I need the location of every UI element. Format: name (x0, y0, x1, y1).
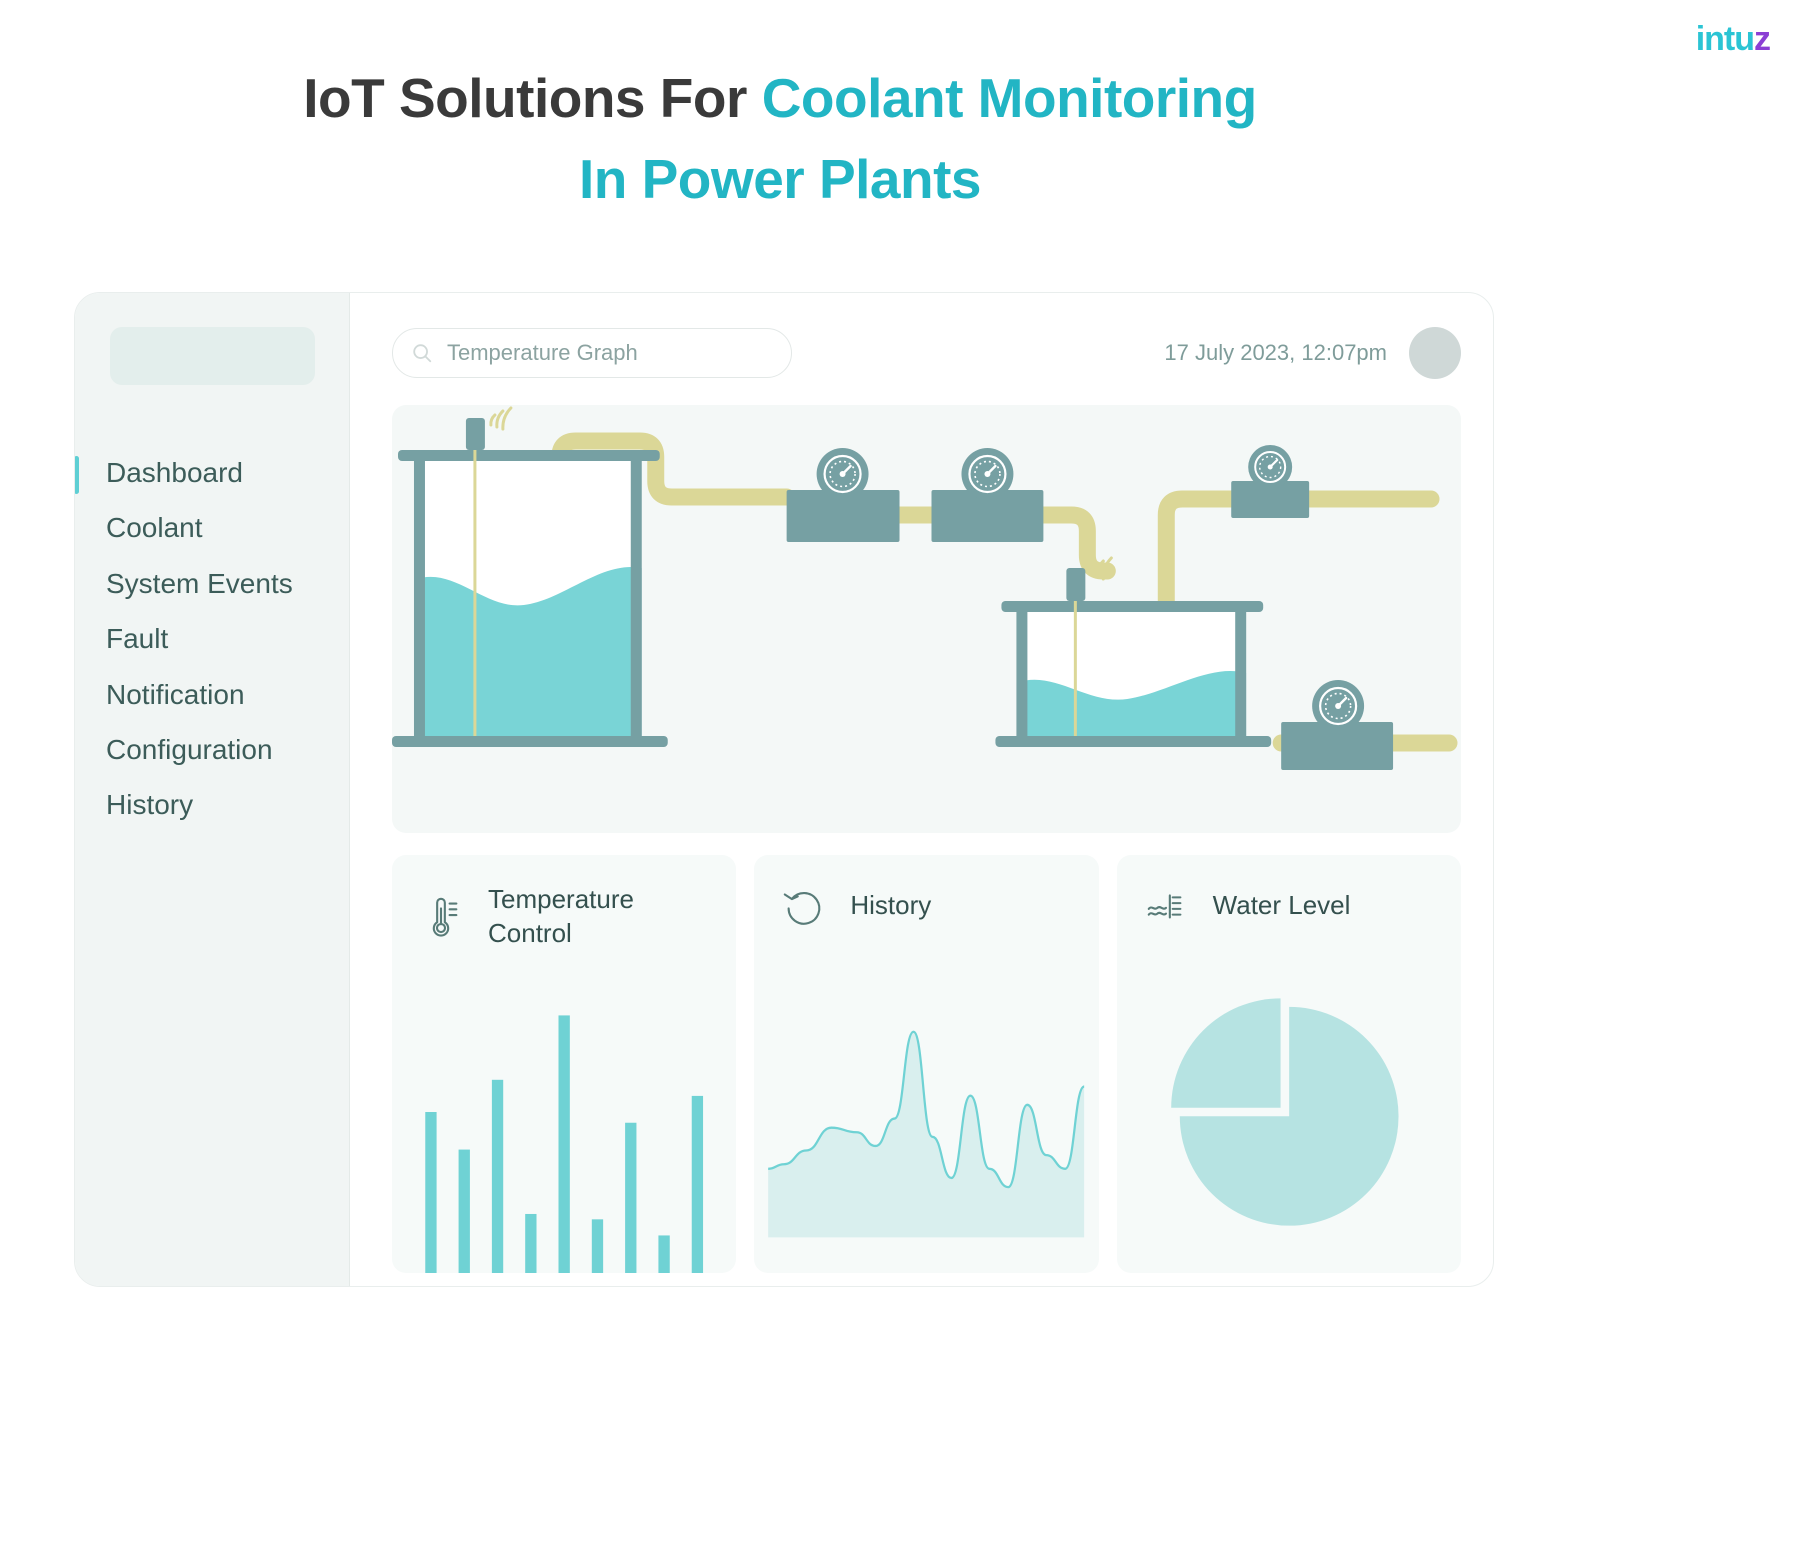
pressure-gauge-2[interactable] (961, 448, 1014, 500)
area-chart (768, 1030, 1086, 1238)
bar (591, 1219, 604, 1273)
card-header: Water Level (1143, 883, 1435, 929)
sidebar-item-notification[interactable]: Notification (75, 667, 349, 722)
bar (558, 1015, 570, 1273)
page-title-highlight-2: In Power Plants (578, 148, 982, 211)
datetime-label: 17 July 2023, 12:07pm (1164, 340, 1387, 365)
card-water-level[interactable]: Water Level (1116, 855, 1461, 1273)
tank1-top-rail (397, 450, 660, 461)
pipe-tank1-to-pump1 (551, 432, 796, 744)
logo-text-accent: z (1754, 20, 1771, 58)
bar (658, 1235, 670, 1273)
diagram-svg (392, 406, 1458, 770)
pie-slice (1179, 1006, 1399, 1226)
sidebar-item-label: Configuration (106, 733, 273, 765)
coolant-flow-diagram (392, 405, 1461, 833)
bar (625, 1122, 637, 1273)
card-header: Temperature Control (418, 883, 710, 951)
pressure-gauge-4[interactable] (1312, 680, 1365, 732)
card-title: Water Level (1212, 890, 1351, 921)
logo-text-primary: intu (1695, 20, 1755, 58)
search-input[interactable]: Temperature Graph (392, 328, 792, 378)
card-history[interactable]: History (754, 855, 1099, 1273)
tank2-base-rail (995, 736, 1272, 747)
sidebar-item-label: Dashboard (106, 457, 243, 488)
card-title: History (850, 890, 932, 921)
metric-cards: Temperature Control History (392, 855, 1461, 1273)
sidebar-logo-placeholder (109, 327, 315, 385)
pump-3 (1281, 722, 1394, 770)
tank-level-sensor-1 (465, 406, 513, 736)
sidebar-item-fault[interactable]: Fault (75, 611, 349, 666)
pipe-tank2-riser (1157, 490, 1240, 744)
card-title: Temperature Control (488, 884, 634, 948)
search-icon (413, 344, 432, 363)
card-chart-area (1117, 990, 1461, 1273)
intuz-logo: intuz (1695, 20, 1771, 58)
sidebar-item-label: Coolant (106, 512, 203, 544)
topbar: Temperature Graph 17 July 2023, 12:07pm (392, 325, 1461, 381)
page-title-highlight-1: Coolant Monitoring (761, 67, 1258, 129)
sidebar-item-label: Fault (106, 623, 169, 655)
app-window: Dashboard Coolant System Events Fault No… (74, 292, 1494, 1287)
history-rotate-icon (784, 892, 821, 925)
secondary-coolant-tank (995, 601, 1272, 747)
pressure-gauge-1[interactable] (816, 448, 869, 500)
search-input-value: Temperature Graph (447, 340, 638, 365)
sidebar-item-label: History (106, 789, 194, 821)
sidebar-item-history[interactable]: History (75, 777, 349, 832)
bar (425, 1112, 437, 1273)
water-level-icon (1147, 894, 1182, 919)
pressure-gauge-3[interactable] (1248, 445, 1293, 489)
valve-1 (1231, 481, 1310, 518)
tank-level-sensor-2 (1066, 556, 1113, 736)
main-content: Temperature Graph 17 July 2023, 12:07pm (350, 293, 1493, 1286)
page-title-plain: IoT Solutions For (303, 67, 762, 129)
thermometer-icon (432, 897, 458, 937)
sidebar-item-configuration[interactable]: Configuration (75, 722, 349, 777)
page-title: IoT Solutions For Coolant Monitoring In … (0, 58, 1560, 221)
primary-coolant-tank (392, 450, 668, 747)
tank1-liquid (413, 566, 642, 736)
bar (458, 1149, 470, 1273)
card-chart-area (754, 990, 1098, 1273)
sidebar-item-coolant[interactable]: Coolant (75, 500, 349, 555)
tank1-base-rail (392, 736, 668, 747)
pump-2 (931, 490, 1044, 542)
pie-chart (1170, 998, 1399, 1226)
pump-1 (786, 490, 900, 542)
tank2-top-rail (1001, 601, 1264, 612)
bar-chart (425, 1015, 704, 1273)
bar (491, 1079, 504, 1273)
bar (691, 1095, 704, 1273)
card-header: History (780, 883, 1072, 929)
sidebar: Dashboard Coolant System Events Fault No… (75, 293, 350, 1286)
avatar[interactable] (1409, 327, 1461, 379)
sidebar-item-label: System Events (106, 567, 293, 599)
sidebar-item-label: Notification (106, 678, 245, 710)
card-temperature-control[interactable]: Temperature Control (392, 855, 737, 1273)
sidebar-item-system-events[interactable]: System Events (75, 556, 349, 611)
card-chart-area (392, 990, 736, 1273)
pie-slice (1170, 998, 1281, 1108)
sidebar-item-dashboard[interactable]: Dashboard (75, 445, 349, 500)
bar (525, 1213, 537, 1273)
pipe-pump2-to-tank2 (1030, 506, 1116, 580)
